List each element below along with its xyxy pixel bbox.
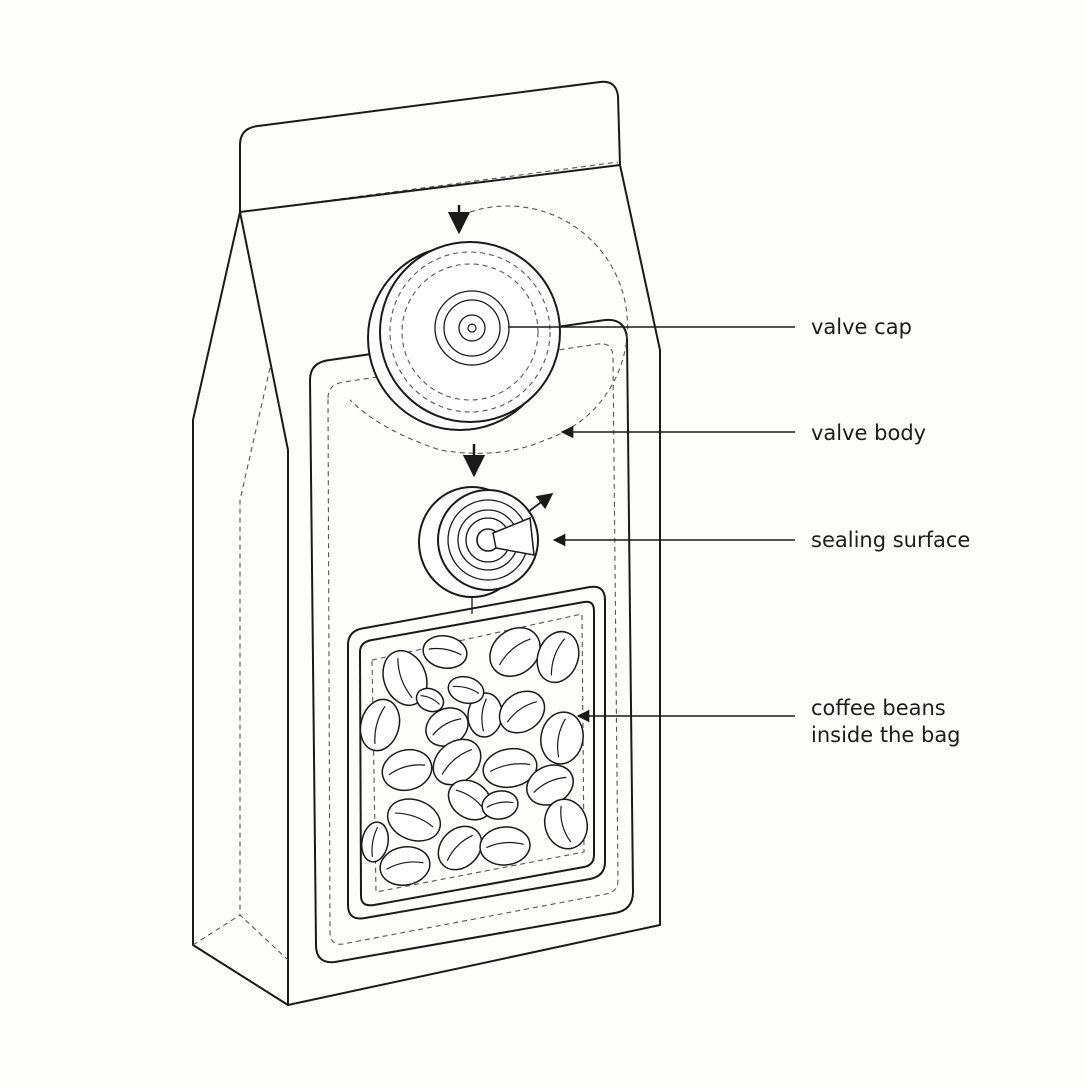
- coffee-bean: [359, 698, 401, 752]
- sealing-surface-cutaway: [492, 516, 535, 556]
- coffee-bean: [386, 798, 442, 842]
- valve-body-label: valve body: [811, 421, 926, 445]
- window-frame-inner: [359, 600, 595, 907]
- bag-front-panel: [239, 164, 661, 1006]
- coffee-bean-crease: [386, 861, 424, 870]
- coffee-bean-shell: [422, 635, 468, 669]
- coffee-bean-crease: [428, 647, 462, 656]
- coffee-bean: [479, 826, 531, 866]
- valve-cap-ring-dashed-inner: [401, 263, 539, 401]
- coffee-bean-shell: [437, 825, 483, 871]
- gusset-dashed-fold: [239, 367, 289, 961]
- coffee-bean-shell: [382, 649, 428, 707]
- coffee-bean-shell: [482, 747, 538, 789]
- coffee-bean: [379, 846, 431, 886]
- coffee-bean: [382, 649, 428, 707]
- coffee-bean-crease: [394, 812, 434, 828]
- coffee-bean-crease: [446, 834, 473, 861]
- sealing-surface-label: sealing surface: [811, 528, 970, 552]
- coffee-bean-shell: [481, 790, 519, 820]
- coffee-bean-shell: [536, 630, 580, 684]
- coffee-bean: [481, 790, 519, 820]
- valve-cap-center-mid: [443, 299, 501, 357]
- label-panel-dashed-border: [327, 343, 619, 945]
- coffee-bean-shell: [379, 846, 431, 886]
- coffee-bean-shell: [479, 826, 531, 866]
- leader-lines: [508, 326, 795, 723]
- coffee-bean: [415, 687, 445, 713]
- coffee-bean-crease: [550, 638, 566, 676]
- coffee-bean-crease: [498, 638, 531, 666]
- valve-cap-ring-dashed-outer: [389, 251, 551, 413]
- coffee-bean-crease: [489, 763, 531, 773]
- coffee-beans-label-line1: coffee beans: [811, 696, 946, 720]
- valve-cap-label: valve cap: [811, 315, 912, 339]
- coffee-bean: [498, 690, 546, 734]
- valve-cap-center-dot: [467, 323, 477, 333]
- window-frame-outer: [347, 585, 606, 920]
- coffee-bag: [192, 80, 661, 1006]
- bag-side-gusset: [192, 211, 289, 1006]
- coffee-bean-shell: [360, 821, 390, 863]
- coffee-bean-crease: [374, 705, 386, 744]
- coffee-bean-crease: [371, 826, 379, 857]
- coffee-bean-shell: [381, 748, 433, 792]
- coffee-bean: [543, 798, 589, 850]
- valve-cap-center-inner: [458, 314, 486, 342]
- coffee-bean: [432, 738, 482, 786]
- valve-cap: [349, 205, 629, 454]
- gusset-bottom-fold: [192, 914, 241, 946]
- coffee-bean: [360, 821, 390, 863]
- coffee-bean-shell: [415, 687, 445, 713]
- bag-top-seal: [239, 80, 621, 213]
- coffee-bean-crease: [420, 694, 440, 705]
- gas-release-arrow: [527, 493, 554, 513]
- coffee-bean: [536, 630, 580, 684]
- label-panel: [309, 318, 634, 964]
- coffee-bean-crease: [432, 718, 462, 736]
- coffee-bean-shell: [359, 698, 401, 752]
- coffee-bean: [447, 675, 485, 705]
- coffee-bean-crease: [388, 764, 426, 776]
- coffee-beans-label-line2: inside the bag: [811, 723, 961, 747]
- coffee-bean-crease: [533, 776, 567, 794]
- valve-cap-center-outer: [434, 290, 510, 366]
- valve-body: [418, 444, 554, 614]
- coffee-bean: [422, 635, 468, 669]
- coffee-bean-crease: [397, 658, 413, 699]
- coffee-bean-crease: [506, 701, 537, 723]
- coffee-bean-shell: [540, 711, 584, 765]
- coffee-bean-shell: [543, 798, 589, 850]
- coffee-bean: [489, 627, 541, 677]
- coffee-bean-crease: [486, 801, 514, 808]
- coffee-bean: [482, 747, 538, 789]
- coffee-bean: [540, 711, 584, 765]
- coffee-bean-shell: [498, 690, 546, 734]
- coffee-bean: [381, 748, 433, 792]
- coffee-bean-shell: [386, 798, 442, 842]
- coffee-bean-crease: [486, 841, 524, 849]
- window-dashed-border: [371, 613, 585, 893]
- coffee-bean-crease: [481, 698, 487, 732]
- coffee-bean-crease: [452, 685, 480, 694]
- coffee-beans: [359, 627, 589, 886]
- bean-window: [347, 585, 606, 920]
- coffee-bean-crease: [560, 805, 572, 843]
- coffee-bean: [437, 825, 483, 871]
- valve-cap-dashed-halo: [349, 205, 629, 454]
- coffee-bean-crease: [556, 718, 566, 758]
- coffee-bean-crease: [441, 748, 473, 775]
- coffee-bean-shell: [447, 675, 485, 705]
